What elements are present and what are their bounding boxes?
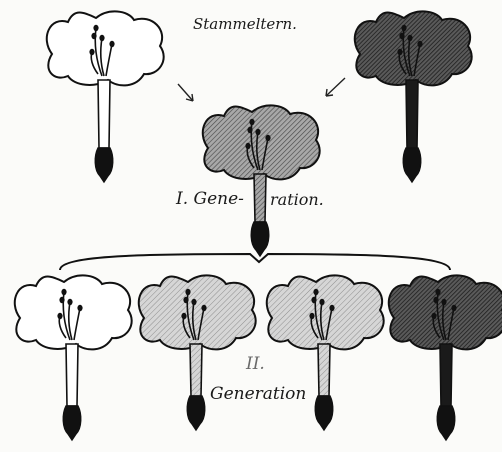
flower-gen1-hybrid <box>203 105 320 256</box>
flower-parent-dark <box>355 11 472 182</box>
flower-calyx <box>437 406 455 440</box>
flower-calyx <box>315 396 333 430</box>
label-generation-2-word: Generation <box>210 384 306 404</box>
flower-gen2-light-2 <box>267 275 384 430</box>
label-generation-1-part2: ration. <box>270 190 324 209</box>
flower-gen2-light-1 <box>139 275 256 430</box>
flower-calyx <box>63 406 81 440</box>
flower-corolla <box>203 105 320 179</box>
flower-corolla <box>139 275 256 349</box>
flower-calyx <box>95 148 113 182</box>
generation-bracket <box>60 254 450 270</box>
flower-gen2-dark <box>389 275 502 440</box>
label-generation-2-numeral: II. <box>246 354 265 374</box>
flower-tube <box>406 80 418 148</box>
flower-tube <box>98 80 110 148</box>
flower-tube <box>66 344 78 406</box>
flower-calyx <box>251 222 269 256</box>
label-generation-1-part1: I. Gene- <box>176 189 244 209</box>
flower-tube <box>318 344 330 396</box>
flower-tube <box>254 174 266 222</box>
flowers-group <box>15 11 502 440</box>
flower-calyx <box>187 396 205 430</box>
flower-tube <box>190 344 202 396</box>
flower-corolla <box>267 275 384 349</box>
arrow-left-icon <box>178 84 193 101</box>
flower-tube <box>440 344 452 406</box>
flower-corolla <box>47 11 164 85</box>
flower-corolla <box>15 275 132 349</box>
arrow-right-icon <box>326 78 345 96</box>
flower-corolla <box>355 11 472 85</box>
label-parents: Stammeltern. <box>193 15 297 33</box>
flower-gen2-white <box>15 275 132 440</box>
flower-calyx <box>403 148 421 182</box>
flower-parent-white <box>47 11 164 182</box>
